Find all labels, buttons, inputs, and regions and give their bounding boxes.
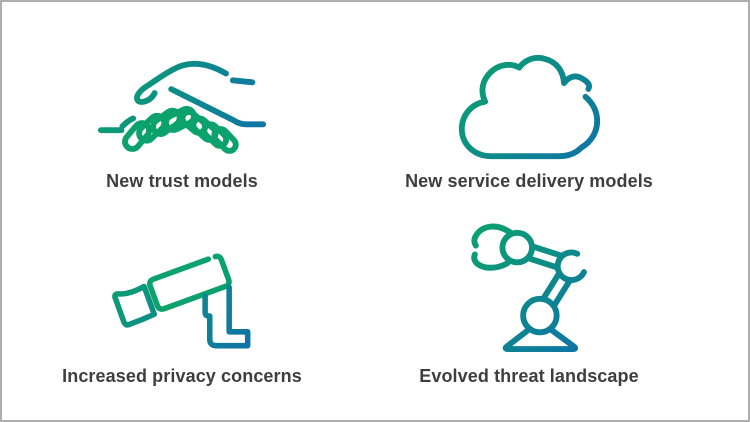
feature-card-trust: New trust models — [22, 48, 342, 192]
cloud-icon — [369, 48, 689, 166]
feature-card-privacy: Increased privacy concerns — [22, 206, 342, 387]
feature-label: New trust models — [106, 171, 258, 191]
robot-arm-icon — [369, 206, 689, 352]
feature-label: New service delivery models — [405, 171, 653, 191]
cctv-camera-icon — [22, 206, 342, 352]
feature-label: Evolved threat landscape — [419, 366, 639, 386]
feature-card-threat: Evolved threat landscape — [369, 206, 689, 387]
feature-card-service-delivery: New service delivery models — [369, 48, 689, 192]
handshake-icon — [22, 48, 342, 166]
feature-label: Increased privacy concerns — [62, 366, 302, 386]
